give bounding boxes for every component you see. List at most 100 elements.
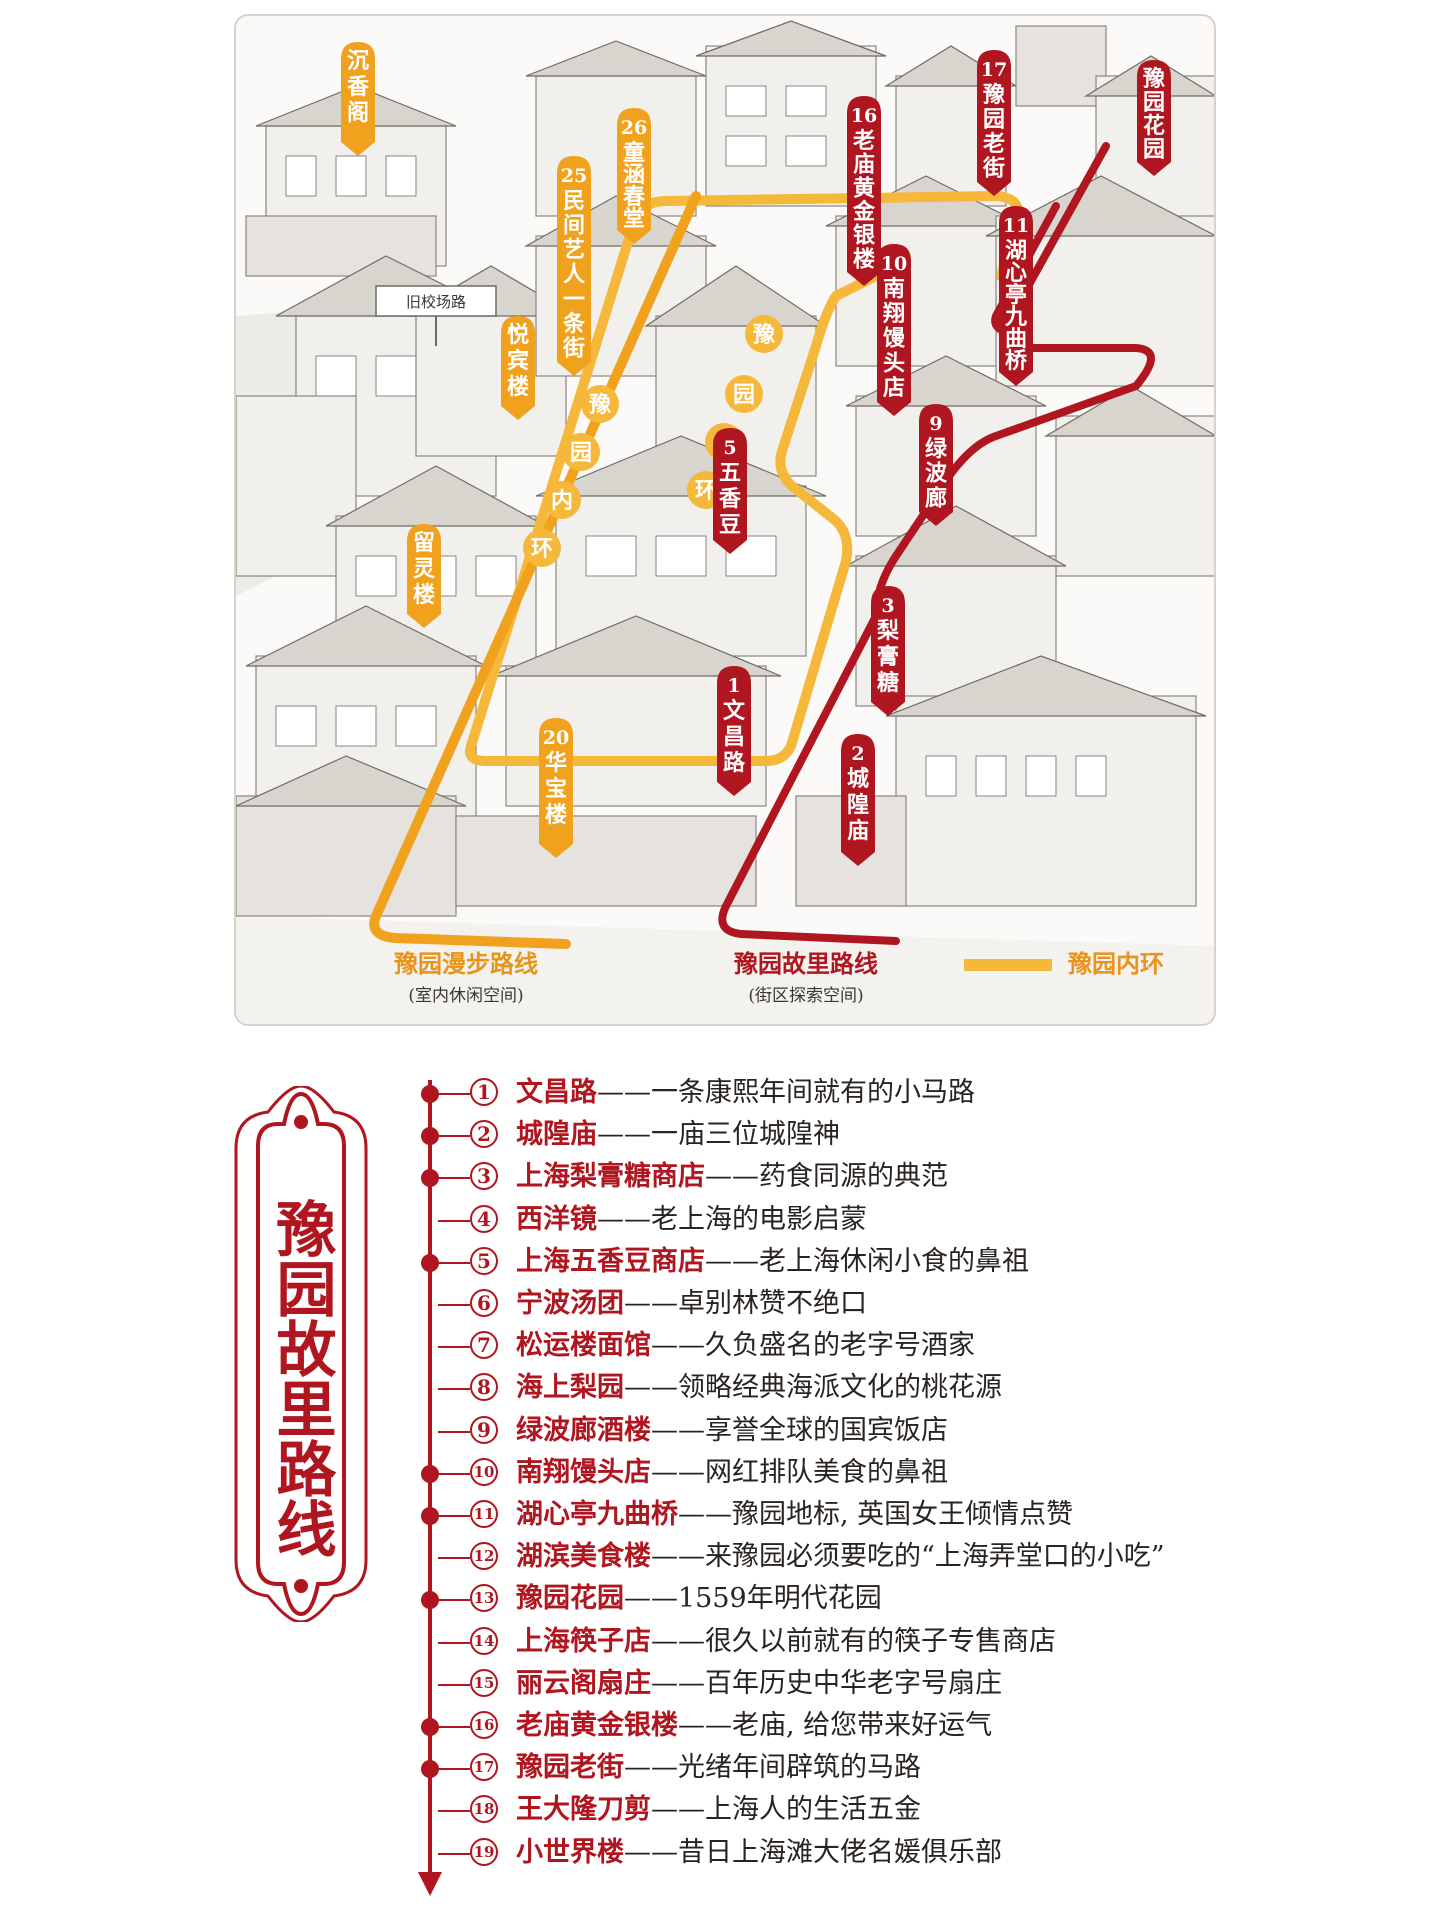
map-pin-label-char: 隍 <box>847 792 869 818</box>
stop-description: ——药食同源的典范 <box>705 1161 948 1193</box>
stop-name-text: 文昌路 <box>516 1077 597 1108</box>
stop-name-text: 上海梨膏糖商店 <box>516 1161 705 1193</box>
timeline-dot <box>421 1169 439 1188</box>
stop-item: 6 宁波汤团——卓别林赞不绝口 <box>0 1283 1440 1325</box>
timeline-connector <box>438 1135 470 1138</box>
map-legend: 豫园漫步路线 (室内休闲空间) 豫园故里路线 (街区探索空间) 豫园内环 <box>394 949 1164 1006</box>
map-pin-label-char: 豆 <box>719 512 741 538</box>
stop-number: 6 <box>470 1289 498 1317</box>
map-pin-label-char: 阁 <box>347 100 369 126</box>
map-pin-label-char: 沉 <box>347 48 369 74</box>
map-pin-label-char: 堂 <box>623 206 645 232</box>
stop-name-text: 南翔馒头店 <box>516 1456 651 1488</box>
map-pin-label-char: 园 <box>1143 90 1165 116</box>
stop-description: ——上海人的生活五金 <box>651 1794 921 1826</box>
map-pin-label-char: 心 <box>1005 260 1027 286</box>
route-map: 旧校场路 豫园内环 豫园内环 17豫园老街豫园花园16老庙黄金银楼11湖心亭九曲… <box>234 14 1216 1026</box>
stop-description: ——老上海休闲小食的鼻祖 <box>705 1245 1029 1277</box>
map-pin-label-char: 香 <box>719 486 741 512</box>
map-pin-label-char: 豫 <box>983 82 1005 108</box>
map-pin: 沉香阁 <box>341 42 375 156</box>
map-pin-label-char: 楼 <box>545 802 567 828</box>
map-pin-number: 9 <box>929 413 942 435</box>
stop-name: 豫园老街——光绪年间辟筑的马路 <box>516 1749 921 1787</box>
timeline-connector <box>438 1852 470 1855</box>
stop-description: ——久负盛名的老字号酒家 <box>651 1330 975 1362</box>
stop-name: 上海筷子店——很久以前就有的筷子专售商店 <box>516 1623 1056 1661</box>
stop-name-text: 小世界楼 <box>516 1836 624 1868</box>
stop-number: 15 <box>470 1668 498 1697</box>
map-pin-label-char: 条 <box>562 311 586 337</box>
stop-name: 上海五香豆商店——老上海休闲小食的鼻祖 <box>516 1243 1029 1281</box>
inner-ring-marker <box>562 433 600 471</box>
map-pin-number: 10 <box>881 253 907 275</box>
svg-text:豫园故里路线: 豫园故里路线 <box>734 949 878 978</box>
map-pin-label-char: 馒 <box>883 326 906 352</box>
stop-number: 9 <box>470 1415 498 1444</box>
map-pin-label-char: 糖 <box>877 670 899 696</box>
map-pin-number: 2 <box>851 743 864 765</box>
stop-name: 松运楼面馆——久负盛名的老字号酒家 <box>516 1327 975 1365</box>
stop-description: ——卓别林赞不绝口 <box>624 1288 867 1319</box>
map-pin-label-char: 翔 <box>882 301 905 327</box>
map-pin-number: 16 <box>851 105 877 127</box>
map-pin-label-char: 昌 <box>723 724 745 750</box>
map-pin-label-char: 涵 <box>623 162 645 188</box>
map-pin: 留灵楼 <box>407 524 441 628</box>
map-pin-label-char: 悦 <box>507 322 529 348</box>
stop-name: 湖心亭九曲桥——豫园地标, 英国女王倾情点赞 <box>516 1496 1073 1534</box>
stop-description: ——老上海的电影启蒙 <box>597 1203 867 1235</box>
stop-number: 10 <box>470 1457 498 1486</box>
timeline-dot <box>421 1507 439 1525</box>
map-pin-number: 5 <box>723 437 736 459</box>
map-pin-label-char: 楼 <box>413 582 435 608</box>
timeline-connector <box>438 1388 470 1391</box>
inner-ring-marker-label: 环 <box>531 536 553 562</box>
map-pin-label-char: 九 <box>1004 304 1027 330</box>
stop-description: ——享誉全球的国宾饭店 <box>651 1414 948 1446</box>
stop-description: ——很久以前就有的筷子专售商店 <box>651 1625 1056 1657</box>
map-pin-label-char: 民 <box>563 188 585 214</box>
map-pin-label-char: 亭 <box>1005 282 1027 308</box>
timeline-arrow-icon <box>418 1872 442 1896</box>
stop-name-text: 豫园花园 <box>516 1583 624 1615</box>
map-pin-label-char: 留 <box>413 530 435 556</box>
timeline-dot <box>421 1591 439 1610</box>
stop-name: 王大隆刀剪——上海人的生活五金 <box>516 1791 921 1829</box>
stop-name-text: 西洋镜 <box>516 1203 597 1235</box>
inner-ring-marker <box>543 481 581 519</box>
map-pin-number: 17 <box>981 59 1007 81</box>
stop-number: 14 <box>470 1626 498 1655</box>
stop-description: ——一条康熙年间就有的小马路 <box>597 1077 975 1108</box>
inner-ring-marker <box>523 529 561 567</box>
svg-text:(室内休闲空间): (室内休闲空间) <box>408 986 523 1006</box>
stop-name-text: 上海筷子店 <box>516 1625 651 1657</box>
timeline-dot <box>421 1127 439 1146</box>
stop-description: ——老庙, 给您带来好运气 <box>678 1710 993 1741</box>
map-pin-label-char: 香 <box>347 74 369 100</box>
stop-name-text: 上海五香豆商店 <box>516 1245 705 1277</box>
stop-description: ——网红排队美食的鼻祖 <box>651 1456 948 1488</box>
stop-description: ——昔日上海滩大佬名媛俱乐部 <box>624 1836 1002 1868</box>
stop-description: ——1559年明代花园 <box>624 1583 882 1615</box>
inner-ring-markers-left: 豫园内环 <box>523 385 619 567</box>
map-pin-label-char: 街 <box>982 156 1005 182</box>
map-pin-number: 11 <box>1003 215 1029 237</box>
map-pin-number: 1 <box>727 675 740 697</box>
stop-name: 小世界楼——昔日上海滩大佬名媛俱乐部 <box>516 1834 1002 1872</box>
stop-name: 上海梨膏糖商店——药食同源的典范 <box>516 1158 948 1196</box>
stop-description: ——光绪年间辟筑的马路 <box>624 1752 921 1784</box>
stop-name: 绿波廊酒楼——享誉全球的国宾饭店 <box>516 1412 948 1450</box>
map-pin-label-char: 庙 <box>847 818 869 844</box>
stop-name: 宁波汤团——卓别林赞不绝口 <box>516 1285 867 1323</box>
map-pin-label-char: 绿 <box>925 436 948 462</box>
map-pin-label-char: 庙 <box>853 152 875 178</box>
svg-text:豫园漫步路线: 豫园漫步路线 <box>394 949 538 978</box>
